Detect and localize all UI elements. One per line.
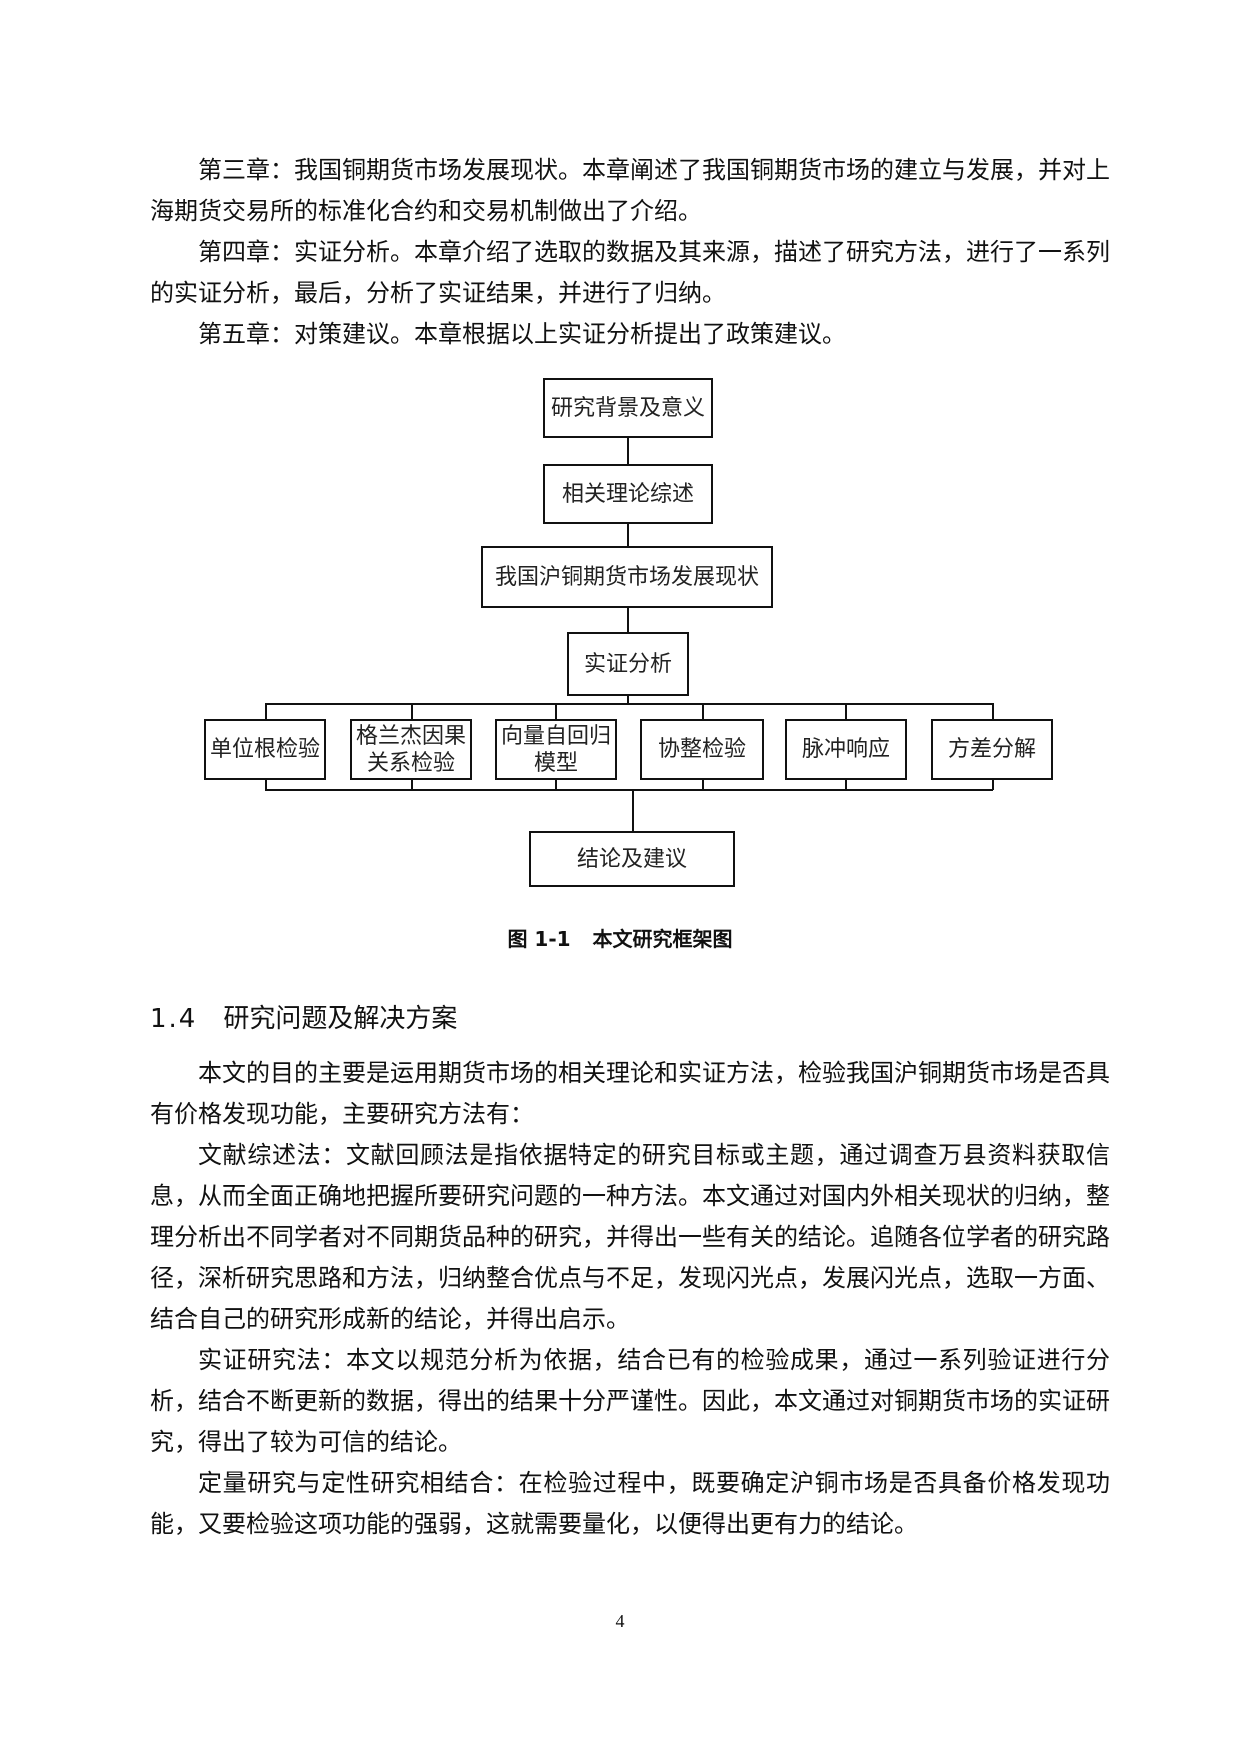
- branch-drop-6: [992, 703, 994, 719]
- section-title: 研究问题及解决方案: [223, 1004, 458, 1034]
- figure-caption: 图 1-1 本文研究框架图: [0, 923, 1240, 952]
- branch-drop-4: [702, 703, 704, 719]
- branch-rise-3: [555, 780, 557, 790]
- step-market-status: 我国沪铜期货市场发展现状: [481, 546, 773, 608]
- branch-drop-3: [555, 703, 557, 719]
- paragraph-empirical-method: 实证研究法：本文以规范分析为依据，结合已有的检验成果，通过一系列验证进行分析，结…: [150, 1346, 1110, 1456]
- step-research-background: 研究背景及意义: [543, 378, 713, 438]
- section-heading: 1.4 研究问题及解决方案: [150, 998, 457, 1035]
- branch-rise-5: [845, 780, 847, 790]
- figure-title: 本文研究框架图: [592, 927, 733, 951]
- paragraph-chapter4: 第四章：实证分析。本章介绍了选取的数据及其来源，描述了研究方法，进行了一系列的实…: [150, 238, 1110, 307]
- branch-drop-1: [265, 703, 267, 719]
- branch-impulse-response: 脉冲响应: [785, 719, 907, 780]
- step-empirical-analysis: 实证分析: [567, 632, 689, 696]
- connector-4: [627, 696, 629, 704]
- paragraph-purpose: 本文的目的主要是运用期货市场的相关理论和实证方法，检验我国沪铜期货市场是否具有价…: [150, 1059, 1110, 1128]
- branch-bottom-bar: [265, 789, 993, 791]
- branch-var-model: 向量自回归 模型: [495, 719, 617, 780]
- connector-2: [627, 524, 629, 546]
- step-conclusion: 结论及建议: [529, 831, 735, 887]
- branch-rise-6: [992, 780, 994, 790]
- branch-unit-root-test: 单位根检验: [204, 719, 326, 780]
- paragraph-chapter5: 第五章：对策建议。本章根据以上实证分析提出了政策建议。: [198, 320, 846, 348]
- branch-rise-1: [265, 780, 267, 790]
- paragraph-literature-method: 文献综述法：文献回顾法是指依据特定的研究目标或主题，通过调查万县资料获取信息，从…: [150, 1141, 1110, 1333]
- figure-number: 图 1-1: [507, 927, 571, 951]
- branch-rise-4: [702, 780, 704, 790]
- branch-drop-5: [845, 703, 847, 719]
- step-theory-review: 相关理论综述: [543, 464, 713, 524]
- section-number: 1.4: [150, 1004, 198, 1034]
- branch-top-bar: [265, 703, 993, 705]
- branch-rise-2: [411, 780, 413, 790]
- connector-3: [627, 608, 629, 632]
- paragraph-quant-qual-method: 定量研究与定性研究相结合：在检验过程中，既要确定沪铜市场是否具备价格发现功能，又…: [150, 1469, 1110, 1538]
- branch-drop-2: [411, 703, 413, 719]
- branch-granger-causality: 格兰杰因果 关系检验: [350, 719, 472, 780]
- page-number: 4: [615, 1611, 625, 1631]
- branch-variance-decomposition: 方差分解: [931, 719, 1053, 780]
- paragraph-chapter3: 第三章：我国铜期货市场发展现状。本章阐述了我国铜期货市场的建立与发展，并对上海期…: [150, 156, 1110, 225]
- connector-1: [627, 438, 629, 464]
- branch-cointegration-test: 协整检验: [640, 719, 764, 780]
- connector-final: [632, 789, 634, 831]
